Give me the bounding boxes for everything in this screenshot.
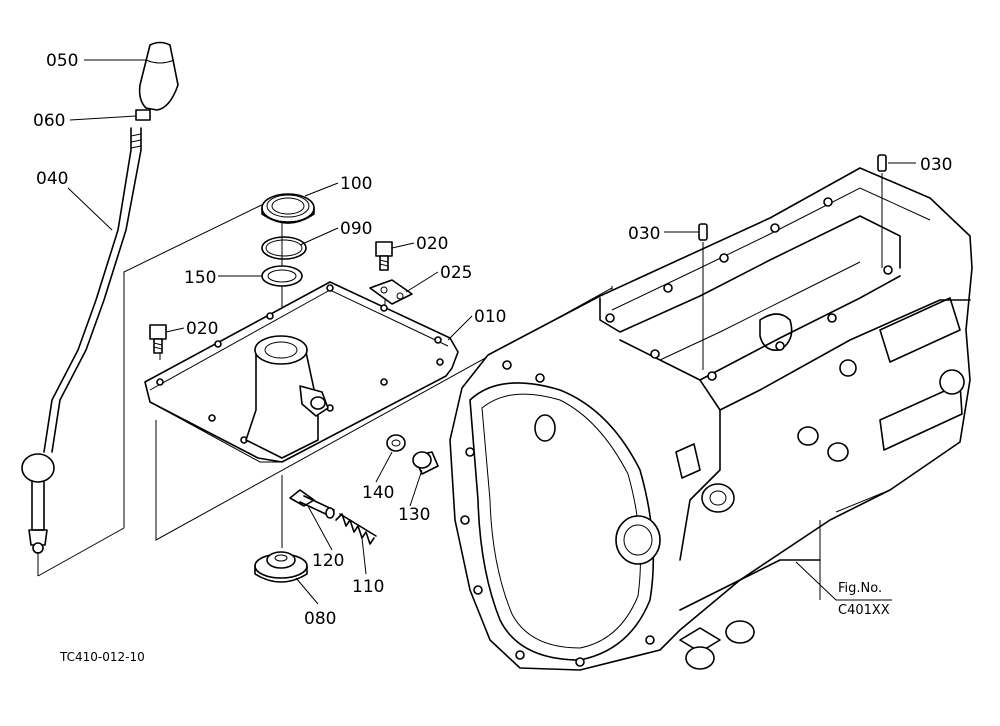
label-090: 090	[340, 219, 372, 239]
label-020-lower: 020	[186, 319, 218, 339]
detent-parts	[254, 434, 439, 583]
label-030-left: 030	[628, 224, 660, 244]
lock-plate	[369, 279, 413, 305]
cover-plate	[144, 281, 459, 463]
label-130: 130	[398, 505, 430, 525]
transmission-case	[449, 167, 973, 671]
label-040: 040	[36, 169, 68, 189]
label-025: 025	[440, 263, 472, 283]
shift-lever-assembly	[21, 41, 179, 577]
fig-no-value: C401XX	[838, 603, 890, 618]
label-100: 100	[340, 174, 372, 194]
label-050: 050	[46, 51, 78, 71]
label-060: 060	[33, 111, 65, 131]
leader-lines	[67, 59, 916, 605]
dowel-pins	[698, 154, 887, 370]
lock-nut	[135, 109, 151, 121]
washer	[386, 434, 406, 452]
spring	[335, 513, 375, 545]
lever-ball	[21, 453, 55, 483]
label-030-right: 030	[920, 155, 952, 175]
bolts-top	[149, 241, 413, 354]
snap-ring	[261, 236, 307, 260]
seal-stack	[261, 193, 315, 287]
label-080: 080	[304, 609, 336, 629]
drawing-code: TC410-012-10	[59, 650, 145, 664]
label-110: 110	[352, 577, 384, 597]
shift-knob	[138, 41, 179, 111]
label-010: 010	[474, 307, 506, 327]
label-020-upper: 020	[416, 234, 448, 254]
label-140: 140	[362, 483, 394, 503]
fig-no-label: Fig.No.	[838, 581, 882, 596]
label-150: 150	[184, 268, 216, 288]
label-120: 120	[312, 551, 344, 571]
part-labels: 050 060 040 100 090 150 020 025 010 020 …	[33, 51, 952, 664]
shift-lever-rod	[43, 127, 132, 453]
